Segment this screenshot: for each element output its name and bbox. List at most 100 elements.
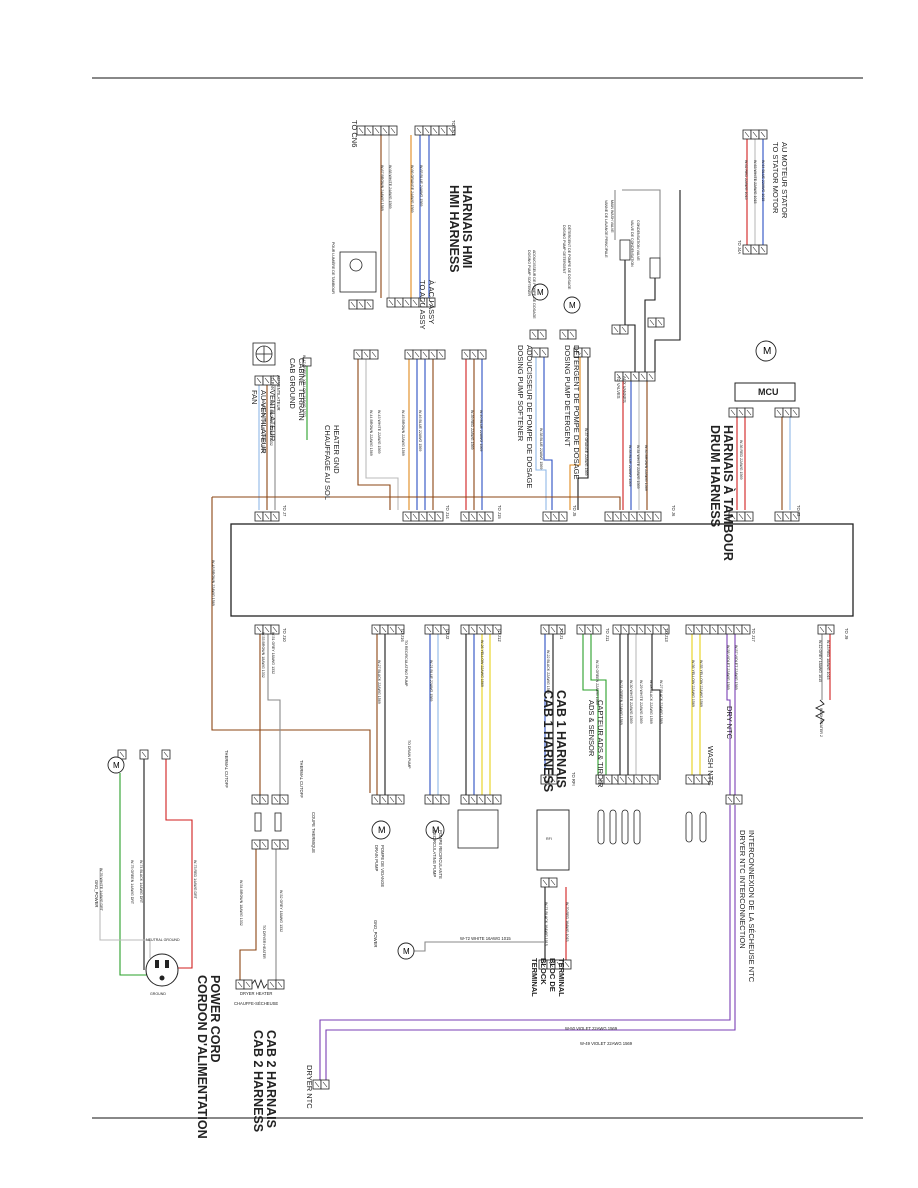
conn-j1: TO J1 xyxy=(559,628,564,640)
wire-w76-run xyxy=(99,868,151,958)
connector-pin-mark xyxy=(119,751,125,758)
connector-pin-mark xyxy=(462,626,468,633)
dryer-ntc-inter-fr: INTERCONNEXION DE LA SÉCHEUSE NTC xyxy=(747,830,756,983)
connector-pin-mark xyxy=(703,626,709,633)
wire-w54: W-54 BROWN 18AWG 1332 xyxy=(239,880,243,926)
ads-sensor-2 xyxy=(609,809,617,845)
wire-w57: W-57 VIOLET 22AWG 1569 xyxy=(734,645,738,690)
j12-connector xyxy=(460,624,502,635)
wire-w72: W-72 WHITE 16AWG 1015 xyxy=(460,936,511,941)
wire-w32-run xyxy=(582,634,599,780)
cab-ground-en: CAB GROUND xyxy=(288,358,297,409)
connector-pin-mark xyxy=(389,796,395,803)
terminal-line-2: BLOCK xyxy=(539,958,548,985)
connector-pin-mark xyxy=(428,299,434,306)
connector-pin-mark xyxy=(404,299,410,306)
conn-j13: TO J13 xyxy=(664,628,669,642)
connector-pin-mark xyxy=(494,626,500,633)
connector-pin-mark xyxy=(478,796,484,803)
j9-connector xyxy=(817,624,835,635)
connector-pin-mark xyxy=(662,626,668,633)
connector-pin-mark xyxy=(735,796,741,803)
wire-layer xyxy=(99,135,831,1080)
main-valve-body xyxy=(619,239,631,261)
connector-pin-mark xyxy=(792,409,798,416)
drum-title-fr: HARNAIS À TAMBOUR xyxy=(721,425,736,561)
ads-sensor-4 xyxy=(633,809,641,845)
connector-pin-mark xyxy=(420,299,426,306)
connector-pin-mark xyxy=(613,776,619,783)
connector-pin-mark xyxy=(621,326,627,333)
valves-connector xyxy=(614,371,656,382)
connector-pin-mark xyxy=(613,326,619,333)
dry-ntc-label: DRY NTC xyxy=(725,706,734,740)
connector-pin-mark xyxy=(373,626,379,633)
wire-w34: W-34 WHITE 22AWG 1569 xyxy=(636,445,640,489)
drain-pump-motor-icon xyxy=(371,820,391,840)
connector-pin-mark xyxy=(648,373,654,380)
j6-connector xyxy=(604,511,662,522)
connector-pin-mark xyxy=(544,513,550,520)
connector-pin-mark xyxy=(281,796,287,803)
connector-pin-mark xyxy=(442,626,448,633)
connector-pin-mark xyxy=(430,351,436,358)
connector-pin-mark xyxy=(245,981,251,988)
connector-pin-mark xyxy=(434,626,440,633)
thermal-cutoff-conn-b xyxy=(271,794,289,805)
connector-pin-mark xyxy=(389,626,395,633)
wire-w32: W-32 GREEN 22AWG 1569 xyxy=(595,660,599,705)
dosing-det-motor-icon xyxy=(563,296,581,314)
connector-pin-mark xyxy=(479,351,485,358)
connector-pin-mark xyxy=(776,409,782,416)
conn-j16: TO J16 xyxy=(400,628,405,642)
cond-valve-fr: VALVE DE CONDENSATION xyxy=(630,220,634,267)
wire-w37: W-37 ORANGE 22AWG 1569 xyxy=(584,428,588,476)
connector-pin-mark xyxy=(646,513,652,520)
to-acu-en: TO ACU ASSY xyxy=(418,280,427,329)
wire-w37b-run xyxy=(577,357,589,510)
wire-w38-run xyxy=(535,357,547,510)
connector-pin-mark xyxy=(540,961,546,968)
connector-pin-mark xyxy=(695,626,701,633)
wire-w48-run xyxy=(211,497,371,793)
connector-pin-mark xyxy=(272,513,278,520)
wire-w61: W-61 BROWN 22AWG 1332 xyxy=(269,400,273,446)
ads-en: ADS & SENSOR xyxy=(587,700,596,757)
terminal-title: TERMINAL BLOCK BLOC DE TERMINAL xyxy=(530,958,566,997)
recirc-pump-fr: POMPE RECIRCULANTE xyxy=(438,830,443,879)
connector-pin-mark xyxy=(414,351,420,358)
wire-w75-run xyxy=(119,773,148,976)
wire-w35: W-35 BROWN 22AWG 1569 xyxy=(644,445,648,491)
wash-heater-label: WASH HEATER 2 xyxy=(819,708,823,737)
recirc-pump-motor-icon-glyph: M xyxy=(432,825,440,835)
connector-pin-mark xyxy=(760,131,766,138)
connector-pin-mark xyxy=(605,776,611,783)
drum-motor-icon xyxy=(755,340,777,362)
j15-connector xyxy=(460,511,494,522)
dryer-ntc-connector xyxy=(312,1079,330,1090)
drum-title: DRUM HARNESS HARNAIS À TAMBOUR xyxy=(708,425,736,561)
connector-pin-mark xyxy=(261,841,267,848)
plug-face xyxy=(145,953,179,987)
acu-connector-a xyxy=(386,297,436,308)
connector-pin-mark xyxy=(428,513,434,520)
connector-pin-mark xyxy=(539,331,545,338)
connector-pin-mark xyxy=(654,513,660,520)
connector-pin-mark xyxy=(597,776,603,783)
wire-w73: W-73 RED 14AWG DRT xyxy=(193,860,197,900)
connector-pin-mark xyxy=(776,513,782,520)
recirc-pump-en: RECIRCULATING PUMP xyxy=(432,830,437,877)
rfi-label: RFI xyxy=(546,837,552,841)
dryer-ntc-inter-en: DRYER NTC INTERCONNECTION xyxy=(738,830,747,949)
j3a-connector xyxy=(728,511,754,522)
conn-j14: TO J14 xyxy=(445,505,450,519)
connector-pin-mark xyxy=(651,776,657,783)
connector-pin-mark xyxy=(784,513,790,520)
plug-ground-pin xyxy=(159,975,165,981)
connector-pin-mark xyxy=(358,301,364,308)
hmi-title: HMI HARNESS HARNAIS HMI xyxy=(447,185,474,273)
thermal-cutoff-2-icon xyxy=(254,812,262,832)
fan-connector xyxy=(254,375,280,386)
wire-w55: W-55 YELLOW 22AWG 1569 xyxy=(699,660,703,707)
connector-pin-mark xyxy=(264,626,270,633)
